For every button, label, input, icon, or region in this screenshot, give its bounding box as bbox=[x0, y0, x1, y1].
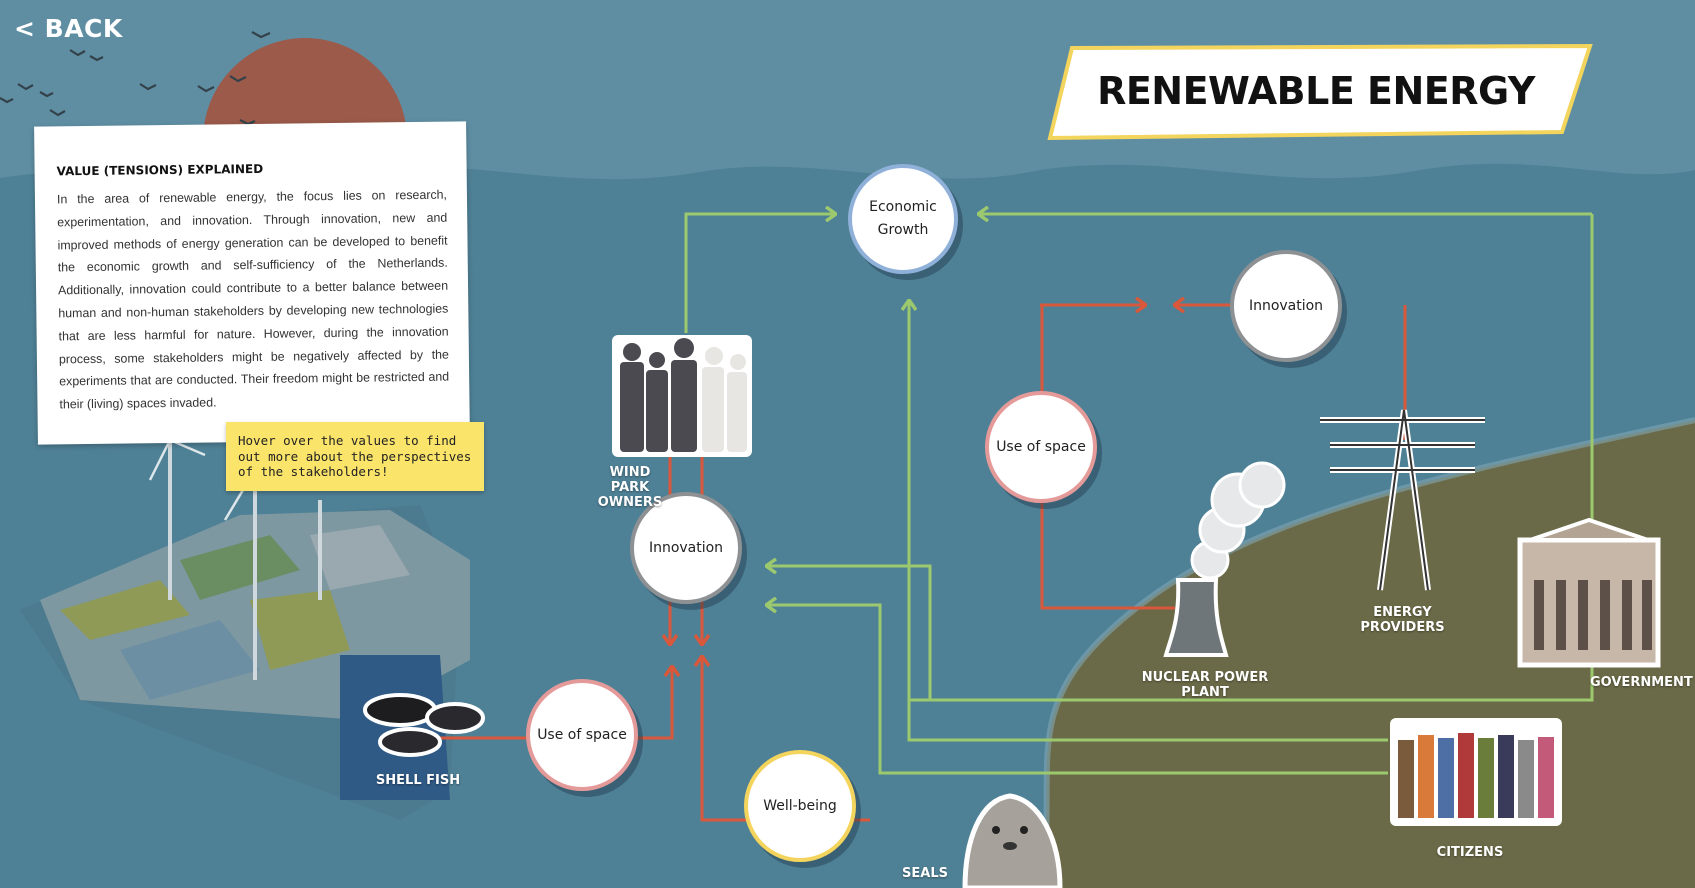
nuclear-plant-figure bbox=[1163, 461, 1286, 657]
value-use-of-space-right[interactable]: Use of space bbox=[985, 391, 1097, 503]
shellfish-figure bbox=[363, 693, 485, 757]
seal-figure bbox=[962, 793, 1063, 888]
stakeholder-citizens[interactable]: CITIZENS bbox=[1436, 845, 1504, 860]
stakeholder-shell-fish[interactable]: SHELL FISH bbox=[375, 773, 461, 788]
value-innovation-center[interactable]: Innovation bbox=[630, 492, 742, 604]
value-label: Economic Growth bbox=[869, 199, 937, 238]
positive-links bbox=[684, 214, 1594, 775]
stakeholder-wind-park-owners[interactable]: WIND PARK OWNERS bbox=[597, 465, 663, 510]
page-title-banner: RENEWABLE ENERGY bbox=[1047, 45, 1585, 137]
value-explanation-card: VALUE (TENSIONS) EXPLAINED In the area o… bbox=[34, 121, 470, 445]
value-use-of-space-bottom[interactable]: Use of space bbox=[526, 679, 638, 791]
page-title: RENEWABLE ENERGY bbox=[1097, 69, 1535, 113]
hover-hint-note: Hover over the values to find out more a… bbox=[226, 422, 484, 491]
title-banner-bg bbox=[1047, 43, 1593, 141]
value-well-being[interactable]: Well-being bbox=[744, 750, 856, 862]
energy-providers-figure bbox=[1320, 409, 1485, 591]
value-innovation-right[interactable]: Innovation bbox=[1230, 250, 1342, 362]
wind-park-island bbox=[20, 404, 470, 820]
value-label: Well-being bbox=[763, 798, 837, 814]
value-label: Use of space bbox=[537, 727, 627, 743]
government-figure bbox=[1517, 517, 1661, 668]
wind-park-owners-figure bbox=[612, 335, 752, 457]
value-label: Innovation bbox=[648, 540, 724, 556]
value-label: Innovation bbox=[1248, 298, 1324, 314]
stakeholder-energy-providers[interactable]: ENERGY PROVIDERS bbox=[1360, 605, 1445, 635]
value-economic-growth[interactable]: Economic Growth bbox=[848, 164, 958, 274]
citizens-figure bbox=[1390, 718, 1562, 826]
explanation-heading: VALUE (TENSIONS) EXPLAINED bbox=[56, 161, 264, 179]
back-button[interactable]: < BACK bbox=[14, 14, 123, 43]
explanation-body: In the area of renewable energy, the foc… bbox=[56, 187, 450, 412]
stakeholder-nuclear-power-plant[interactable]: NUCLEAR POWER PLANT bbox=[1141, 670, 1269, 700]
value-label: Use of space bbox=[996, 439, 1086, 455]
stakeholder-government[interactable]: GOVERNMENT bbox=[1590, 675, 1693, 690]
stakeholder-seals[interactable]: SEALS bbox=[902, 866, 948, 881]
